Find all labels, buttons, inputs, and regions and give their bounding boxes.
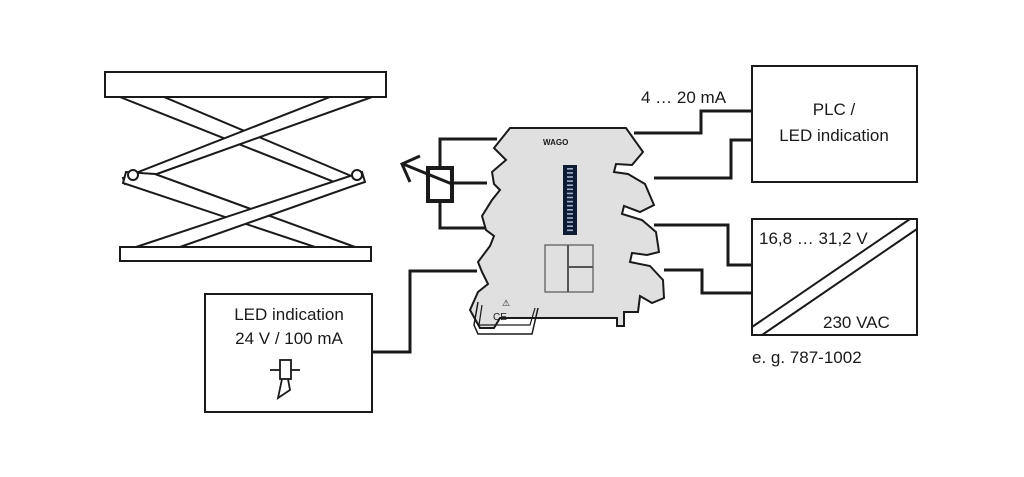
plc-label-line1: PLC / xyxy=(813,100,856,119)
lift-top-platform xyxy=(104,71,387,98)
led-bar-indicator xyxy=(563,165,577,235)
wire-pot-top xyxy=(438,137,497,168)
led-segment xyxy=(567,184,573,186)
lift-pivot-right xyxy=(351,169,363,181)
plc-label-line2: LED indication xyxy=(779,126,889,145)
lift-bottom-platform xyxy=(119,246,372,262)
signal-conditioner-module: WAGO ⚠ CE xyxy=(468,127,666,335)
led-segment xyxy=(567,172,573,174)
led-segment xyxy=(567,200,573,203)
lift-pivot-left xyxy=(127,169,139,181)
led-indication-box: LED indication 24 V / 100 mA xyxy=(204,293,373,413)
led-segment xyxy=(567,213,573,215)
wire-power-1 xyxy=(654,223,752,267)
led-segment xyxy=(567,225,573,227)
scissor-lift-icon xyxy=(104,71,387,262)
potentiometer-icon xyxy=(400,154,454,203)
led-bar-background xyxy=(563,165,577,235)
power-supply-box: 16,8 … 31,2 V 230 VAC xyxy=(751,218,918,336)
pot-arrow-shaft xyxy=(402,162,453,186)
ps-input-label: 230 VAC xyxy=(823,313,890,332)
pot-arrow-head xyxy=(400,154,421,183)
ps-example-label: e. g. 787-1002 xyxy=(752,348,862,367)
led-segment xyxy=(567,229,573,232)
ce-mark: CE xyxy=(493,312,507,323)
ps-output-label: 16,8 … 31,2 V xyxy=(759,229,868,248)
wire-led xyxy=(372,269,477,354)
led-segment xyxy=(567,180,573,182)
led-box-line1: LED indication xyxy=(234,305,344,324)
led-segment xyxy=(567,196,573,199)
lamp-relay-icon xyxy=(270,359,300,400)
led-segment xyxy=(567,209,573,211)
wire-power-2 xyxy=(664,268,752,295)
signal-range-label: 4 … 20 mA xyxy=(641,88,727,107)
wire-pot-bottom xyxy=(438,201,487,230)
lift-arm-lower-left xyxy=(121,170,356,248)
wire-plc-1 xyxy=(634,109,752,135)
led-segment xyxy=(567,168,573,170)
led-segment xyxy=(567,176,573,178)
led-segment xyxy=(567,217,573,219)
pot-body xyxy=(426,166,454,203)
wire-plc-2 xyxy=(654,138,752,180)
warning-triangle-icon: ⚠ xyxy=(502,299,510,309)
wires xyxy=(372,109,752,354)
led-segment xyxy=(567,221,573,223)
led-segment xyxy=(567,192,573,195)
din-rail-clip xyxy=(473,301,539,335)
led-segment xyxy=(567,188,573,191)
plc-box: PLC / LED indication xyxy=(751,65,918,183)
led-box-line2: 24 V / 100 mA xyxy=(235,329,343,348)
led-segment xyxy=(567,204,573,207)
module-brand-logo: WAGO xyxy=(543,138,568,147)
ps-divider-2 xyxy=(761,228,918,336)
module-front-panel xyxy=(544,244,594,293)
lift-arm-lower-right xyxy=(135,170,367,248)
ps-divider-1 xyxy=(751,218,911,328)
